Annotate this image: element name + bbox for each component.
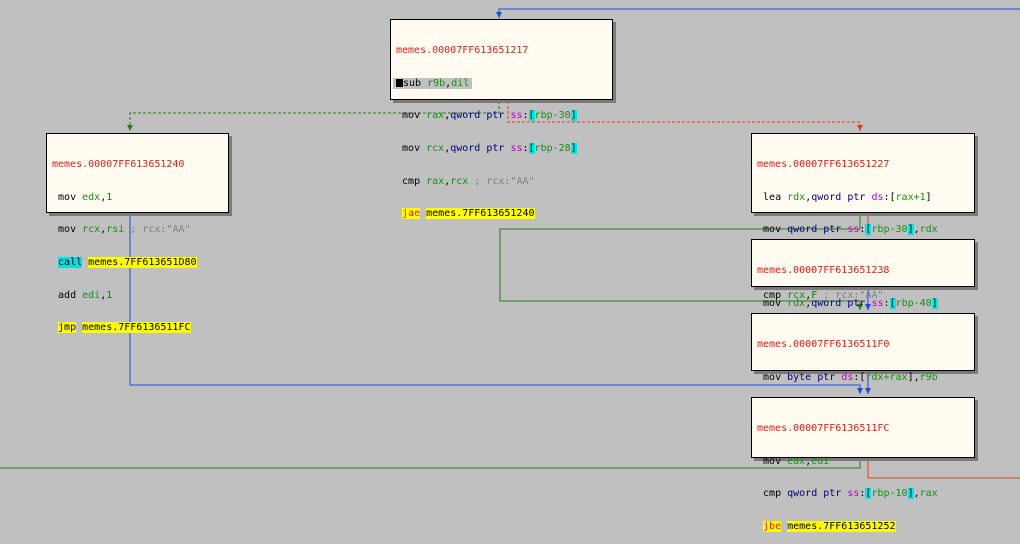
block-title: memes.00007FF613651238 (757, 264, 890, 276)
instruction-line[interactable]: add edi,1 (58, 289, 113, 301)
arrow-head (496, 12, 502, 18)
edge-into-1217 (498, 8, 1020, 18)
instruction-line[interactable]: mov qword ptr ss:[rbp-30],rdx (763, 224, 938, 236)
instruction-line[interactable]: jbe memes.7FF613651252 (763, 520, 896, 532)
edge-11FC-fallthrough-out (867, 459, 1020, 479)
code-block-1240[interactable]: memes.00007FF613651240 mov edx,1 mov rcx… (46, 133, 229, 334)
block-title: memes.00007FF613651217 (396, 44, 529, 56)
instruction-line[interactable]: mov rdx,qword ptr ss:[rbp-40] (763, 297, 938, 309)
instruction-line[interactable]: mov rax,qword ptr ss:[rbp-30] (402, 110, 577, 122)
instruction-line[interactable]: jmp memes.7FF6136511FC (58, 322, 191, 334)
arrow-head (857, 125, 863, 131)
instruction-line[interactable]: cmp qword ptr ss:[rbp-10],rax (763, 488, 938, 500)
cursor-marker-icon (396, 78, 403, 87)
instruction-line[interactable]: jae memes.7FF613651240 (402, 208, 535, 220)
instruction-line[interactable]: mov byte ptr ds:[rdx+rax],r9b (763, 371, 938, 383)
graph-edges (0, 8, 1020, 479)
instruction-line[interactable]: mov rcx,qword ptr ss:[rbp-28] (402, 142, 577, 154)
code-block-1217[interactable]: memes.00007FF613651217 sub r9b,dil mov r… (390, 19, 613, 220)
edge-1217-to-1240 (129, 101, 500, 131)
arrow-head (857, 388, 863, 394)
instruction-line[interactable]: mov eax,edi (763, 455, 830, 467)
edge-1227-to-11F0 (499, 214, 861, 310)
code-block-1227[interactable]: memes.00007FF613651227 lea rdx,qword ptr… (751, 133, 975, 334)
block-title: memes.00007FF613651240 (52, 158, 185, 170)
arrow-head (865, 388, 871, 394)
edge-11FC-taken-out (0, 459, 861, 469)
code-block-11F0[interactable]: memes.00007FF6136511F0 mov byte ptr ds:[… (751, 313, 975, 448)
instruction-line[interactable]: mov rcx,rsi ; rcx:"AA" (58, 224, 191, 236)
arrow-head (127, 125, 133, 131)
instruction-line[interactable]: mov edx,1 (58, 191, 113, 203)
instruction-line[interactable]: sub r9b,dil (393, 77, 607, 90)
arrow-head (857, 304, 863, 310)
instruction-line[interactable]: lea rdx,qword ptr ds:[rax+1] (763, 191, 932, 203)
arrow-head (865, 304, 871, 310)
instruction-line[interactable]: cmp rax,rcx ; rcx:"AA" (402, 175, 535, 187)
block-title: memes.00007FF613651227 (757, 158, 890, 170)
code-block-1238[interactable]: memes.00007FF613651238 mov rdx,qword ptr… (751, 239, 975, 342)
block-title: memes.00007FF6136511F0 (757, 338, 890, 350)
instruction-line[interactable]: cmp rcx,F ; rcx:"AA" (763, 289, 884, 301)
code-block-11FC[interactable]: memes.00007FF6136511FC mov eax,edi cmp q… (751, 397, 975, 532)
instruction-line[interactable]: call memes.7FF613651D80 (58, 256, 197, 268)
block-title: memes.00007FF6136511FC (757, 422, 890, 434)
